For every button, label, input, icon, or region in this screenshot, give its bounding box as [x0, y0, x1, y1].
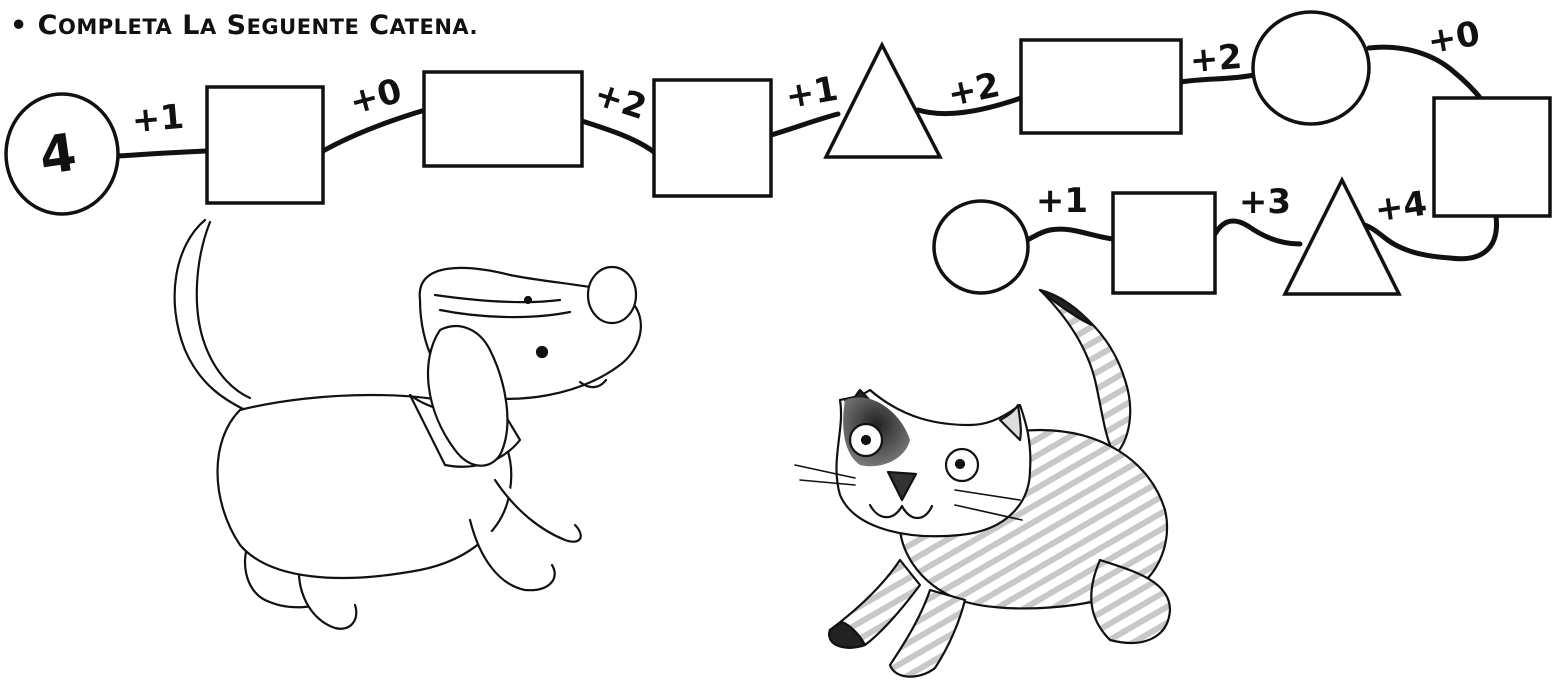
box-6[interactable]: [1111, 191, 1217, 295]
box-4[interactable]: [1019, 38, 1183, 135]
circle-2[interactable]: [1251, 10, 1371, 126]
operation-label: +4: [1372, 184, 1429, 231]
triangle-1[interactable]: [823, 41, 943, 159]
instruction-text: COMPLETA LA SEGUENTE CATENA.: [37, 10, 479, 41]
box-1[interactable]: [205, 85, 325, 205]
start-value: 4: [36, 123, 80, 187]
circle-3[interactable]: [932, 199, 1030, 295]
triangle-2[interactable]: [1282, 176, 1402, 296]
dog-illustration: [173, 218, 642, 630]
operation-label: +3: [1239, 182, 1291, 222]
operation-label: +0: [1425, 14, 1483, 62]
chain-connector: [115, 44, 1499, 262]
instruction-bullet: •: [10, 10, 28, 41]
operation-label: +0: [345, 71, 406, 123]
operation-label: +2: [1188, 37, 1243, 81]
box-2[interactable]: [422, 70, 584, 168]
operation-label: +1: [783, 69, 841, 117]
operation-label: +1: [130, 97, 185, 141]
box-5[interactable]: [1432, 96, 1552, 218]
cat-illustration: [794, 288, 1172, 678]
instruction: • COMPLETA LA SEGUENTE CATENA.: [10, 10, 478, 41]
box-3[interactable]: [652, 78, 773, 198]
start-circle: [4, 92, 120, 216]
operation-label: +1: [1036, 181, 1088, 221]
operation-label: +2: [589, 74, 651, 128]
